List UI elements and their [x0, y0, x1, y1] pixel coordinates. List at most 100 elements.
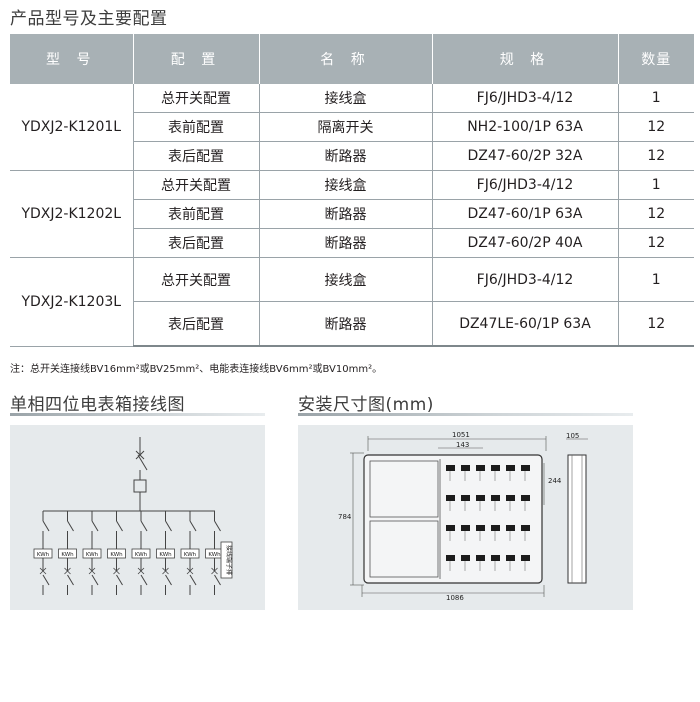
meter-label: KWh: [159, 552, 172, 558]
config-cell: 总开关配置: [133, 84, 260, 113]
meter-slot: [521, 495, 530, 501]
branch-circuit: KWh: [156, 511, 175, 595]
meter-slot: [521, 525, 530, 531]
dim-side: 244: [548, 477, 562, 485]
table-row: 表后配置 断路器 DZ47-60/2P 32A 12: [10, 141, 694, 171]
header-name: 名 称: [259, 34, 433, 84]
table-row: 表后配置 断路器 DZ47-60/2P 40A 12: [10, 228, 694, 258]
meter-slot: [461, 525, 470, 531]
spec-cell: DZ47-60/2P 32A: [432, 141, 619, 171]
name-cell: 隔离开关: [259, 112, 433, 142]
header-model: 型 号: [10, 34, 134, 84]
meter-slot: [506, 465, 515, 471]
table-row: YDXJ2-K1201L 总开关配置 接线盒 FJ6/JHD3-4/12 1: [10, 84, 694, 171]
branch-circuit: KWh: [58, 511, 77, 595]
meter-label: KWh: [61, 552, 74, 558]
meter-label: KWh: [135, 552, 148, 558]
spec-cell: DZ47LE-60/1P 63A: [432, 301, 619, 347]
dimension-drawing-panel: 1051 143 105 244 784 1086: [298, 425, 633, 610]
meter-slot: [476, 465, 485, 471]
name-cell: 接线盒: [259, 170, 433, 200]
name-cell: 断路器: [259, 228, 433, 258]
dim-depth: 105: [566, 432, 579, 440]
qty-cell: 1: [618, 84, 694, 113]
meter-label: KWh: [184, 552, 197, 558]
section-title-dimensions: 安装尺寸图(mm): [298, 395, 434, 415]
table-row: 表前配置 隔离开关 NH2-100/1P 63A 12: [10, 112, 694, 142]
meter-label: KWh: [110, 552, 123, 558]
name-cell: 断路器: [259, 301, 433, 347]
meter-slot: [521, 465, 530, 471]
meter-slot: [506, 525, 515, 531]
meter-slot: [461, 555, 470, 561]
meter-label: KWh: [208, 552, 221, 558]
meter-slot: [476, 525, 485, 531]
branch-circuit: KWh: [82, 511, 102, 595]
header-spec: 规 格: [432, 34, 619, 84]
terminal-block-label: 接线端子排: [225, 545, 233, 575]
config-cell: 表前配置: [133, 199, 260, 229]
header-config: 配 置: [133, 34, 260, 84]
table-row: 表后配置 断路器 DZ47LE-60/1P 63A 12: [10, 301, 694, 347]
meter-slot: [491, 495, 500, 501]
meter-slots: [446, 465, 530, 571]
name-cell: 接线盒: [259, 257, 433, 302]
wiring-diagram-panel: KWh KWh KWh KWh KWh KWh KWh KWh 接线端子排: [10, 425, 265, 610]
dim-width-top: 1051: [452, 431, 470, 439]
header-qty: 数量: [618, 34, 694, 84]
branch-circuit: KWh: [131, 511, 151, 595]
spec-cell: FJ6/JHD3-4/12: [432, 257, 619, 302]
name-cell: 断路器: [259, 141, 433, 171]
branch-circuit: KWh: [180, 511, 200, 595]
meter-slot: [476, 555, 485, 561]
meter-label: KWh: [86, 552, 99, 558]
branch-circuit: KWh: [107, 511, 126, 595]
spec-cell: FJ6/JHD3-4/12: [432, 170, 619, 200]
config-cell: 表后配置: [133, 301, 260, 347]
meter-slot: [476, 495, 485, 501]
meter-slot: [461, 495, 470, 501]
model-cell: YDXJ2-K1201L: [10, 84, 134, 171]
meter-slot: [506, 495, 515, 501]
wire-note: 注：总开关连接线BV16mm²或BV25mm²、电能表连接线BV6mm²或BV1…: [10, 364, 383, 375]
meter-slot: [491, 465, 500, 471]
spec-cell: FJ6/JHD3-4/12: [432, 84, 619, 113]
meter-slot: [491, 525, 500, 531]
config-table: 型 号 配 置 名 称 规 格 数量 YDXJ2-K1201L 总开关配置 接线…: [10, 34, 694, 347]
config-cell: 表后配置: [133, 228, 260, 258]
qty-cell: 12: [618, 112, 694, 142]
table-row: 表前配置 断路器 DZ47-60/1P 63A 12: [10, 199, 694, 229]
wiring-diagram: KWh KWh KWh KWh KWh KWh KWh KWh 接线端子排: [33, 437, 233, 595]
section-rule-dimensions: [298, 413, 633, 416]
qty-cell: 1: [618, 257, 694, 302]
qty-cell: 12: [618, 199, 694, 229]
name-cell: 断路器: [259, 199, 433, 229]
branch-circuit: KWh: [33, 511, 53, 595]
meter-slot: [461, 465, 470, 471]
name-cell: 接线盒: [259, 84, 433, 113]
meter-slot: [491, 555, 500, 561]
qty-cell: 1: [618, 170, 694, 200]
dimension-drawing: 1051 143 105 244 784 1086: [338, 431, 588, 602]
meter-slot: [521, 555, 530, 561]
dim-height: 784: [338, 513, 352, 521]
config-cell: 总开关配置: [133, 257, 260, 302]
branch-circuit: KWh: [205, 511, 224, 595]
spec-cell: DZ47-60/1P 63A: [432, 199, 619, 229]
meter-slot: [446, 555, 455, 561]
branch-circuits: KWh KWh KWh KWh KWh KWh KWh KWh: [33, 511, 224, 595]
section-rule-wiring: [10, 413, 265, 416]
meter-slot: [446, 465, 455, 471]
table-row: YDXJ2-K1203L 总开关配置 接线盒 FJ6/JHD3-4/12 1: [10, 257, 694, 347]
model-cell: YDXJ2-K1202L: [10, 170, 134, 258]
qty-cell: 12: [618, 141, 694, 171]
table-row: YDXJ2-K1202L 总开关配置 接线盒 FJ6/JHD3-4/12 1: [10, 170, 694, 258]
config-cell: 表前配置: [133, 112, 260, 142]
section-title-config: 产品型号及主要配置: [10, 9, 168, 29]
config-cell: 表后配置: [133, 141, 260, 171]
meter-slot: [446, 495, 455, 501]
meter-slot: [446, 525, 455, 531]
qty-cell: 12: [618, 301, 694, 347]
spec-cell: NH2-100/1P 63A: [432, 112, 619, 142]
meter-slot: [506, 555, 515, 561]
